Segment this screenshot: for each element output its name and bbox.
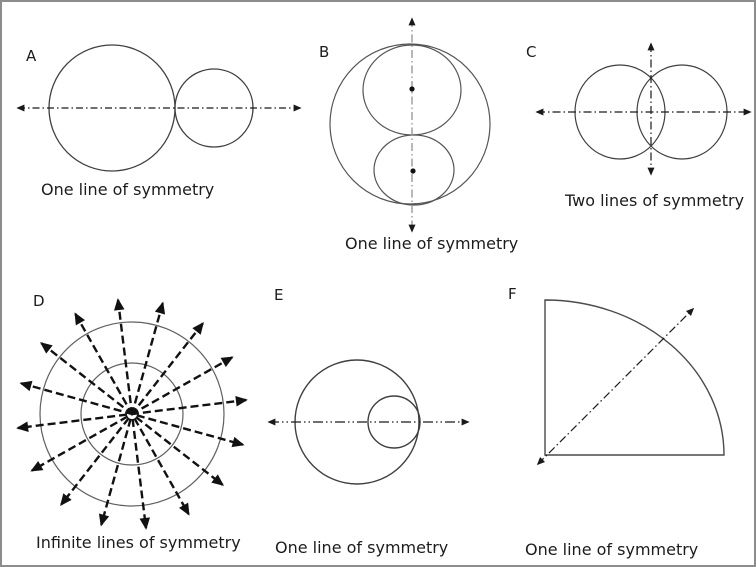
panel-d-caption: Infinite lines of symmetry [36,533,241,552]
panel-d-label: D [33,292,45,310]
lower-center-dot [410,168,416,174]
symmetry-rays [16,298,248,530]
panel-c-caption: Two lines of symmetry [565,191,745,210]
panel-b-caption: One line of symmetry [345,234,519,253]
panel-a-label: A [26,47,37,65]
panel-f-label: F [508,285,517,303]
panel-b-drawing [329,17,491,233]
panel-d-drawing [16,298,248,530]
panel-f-drawing [536,299,725,466]
panel-a-caption: One line of symmetry [41,180,215,199]
panel-f-caption: One line of symmetry [525,540,699,559]
panel-e-drawing [267,359,470,485]
panel-b-label: B [319,43,330,61]
symmetry-ray [19,380,245,448]
outer-circle [329,43,491,205]
panel-e-label: E [274,286,284,304]
panel-c-drawing [535,42,752,176]
diagonal-symmetry-axis [536,307,695,466]
panel-a-drawing [16,44,302,172]
panel-e-caption: One line of symmetry [275,538,449,557]
quarter-circle-shape [544,299,725,456]
panel-c-label: C [526,43,537,61]
upper-center-dot [409,86,415,92]
